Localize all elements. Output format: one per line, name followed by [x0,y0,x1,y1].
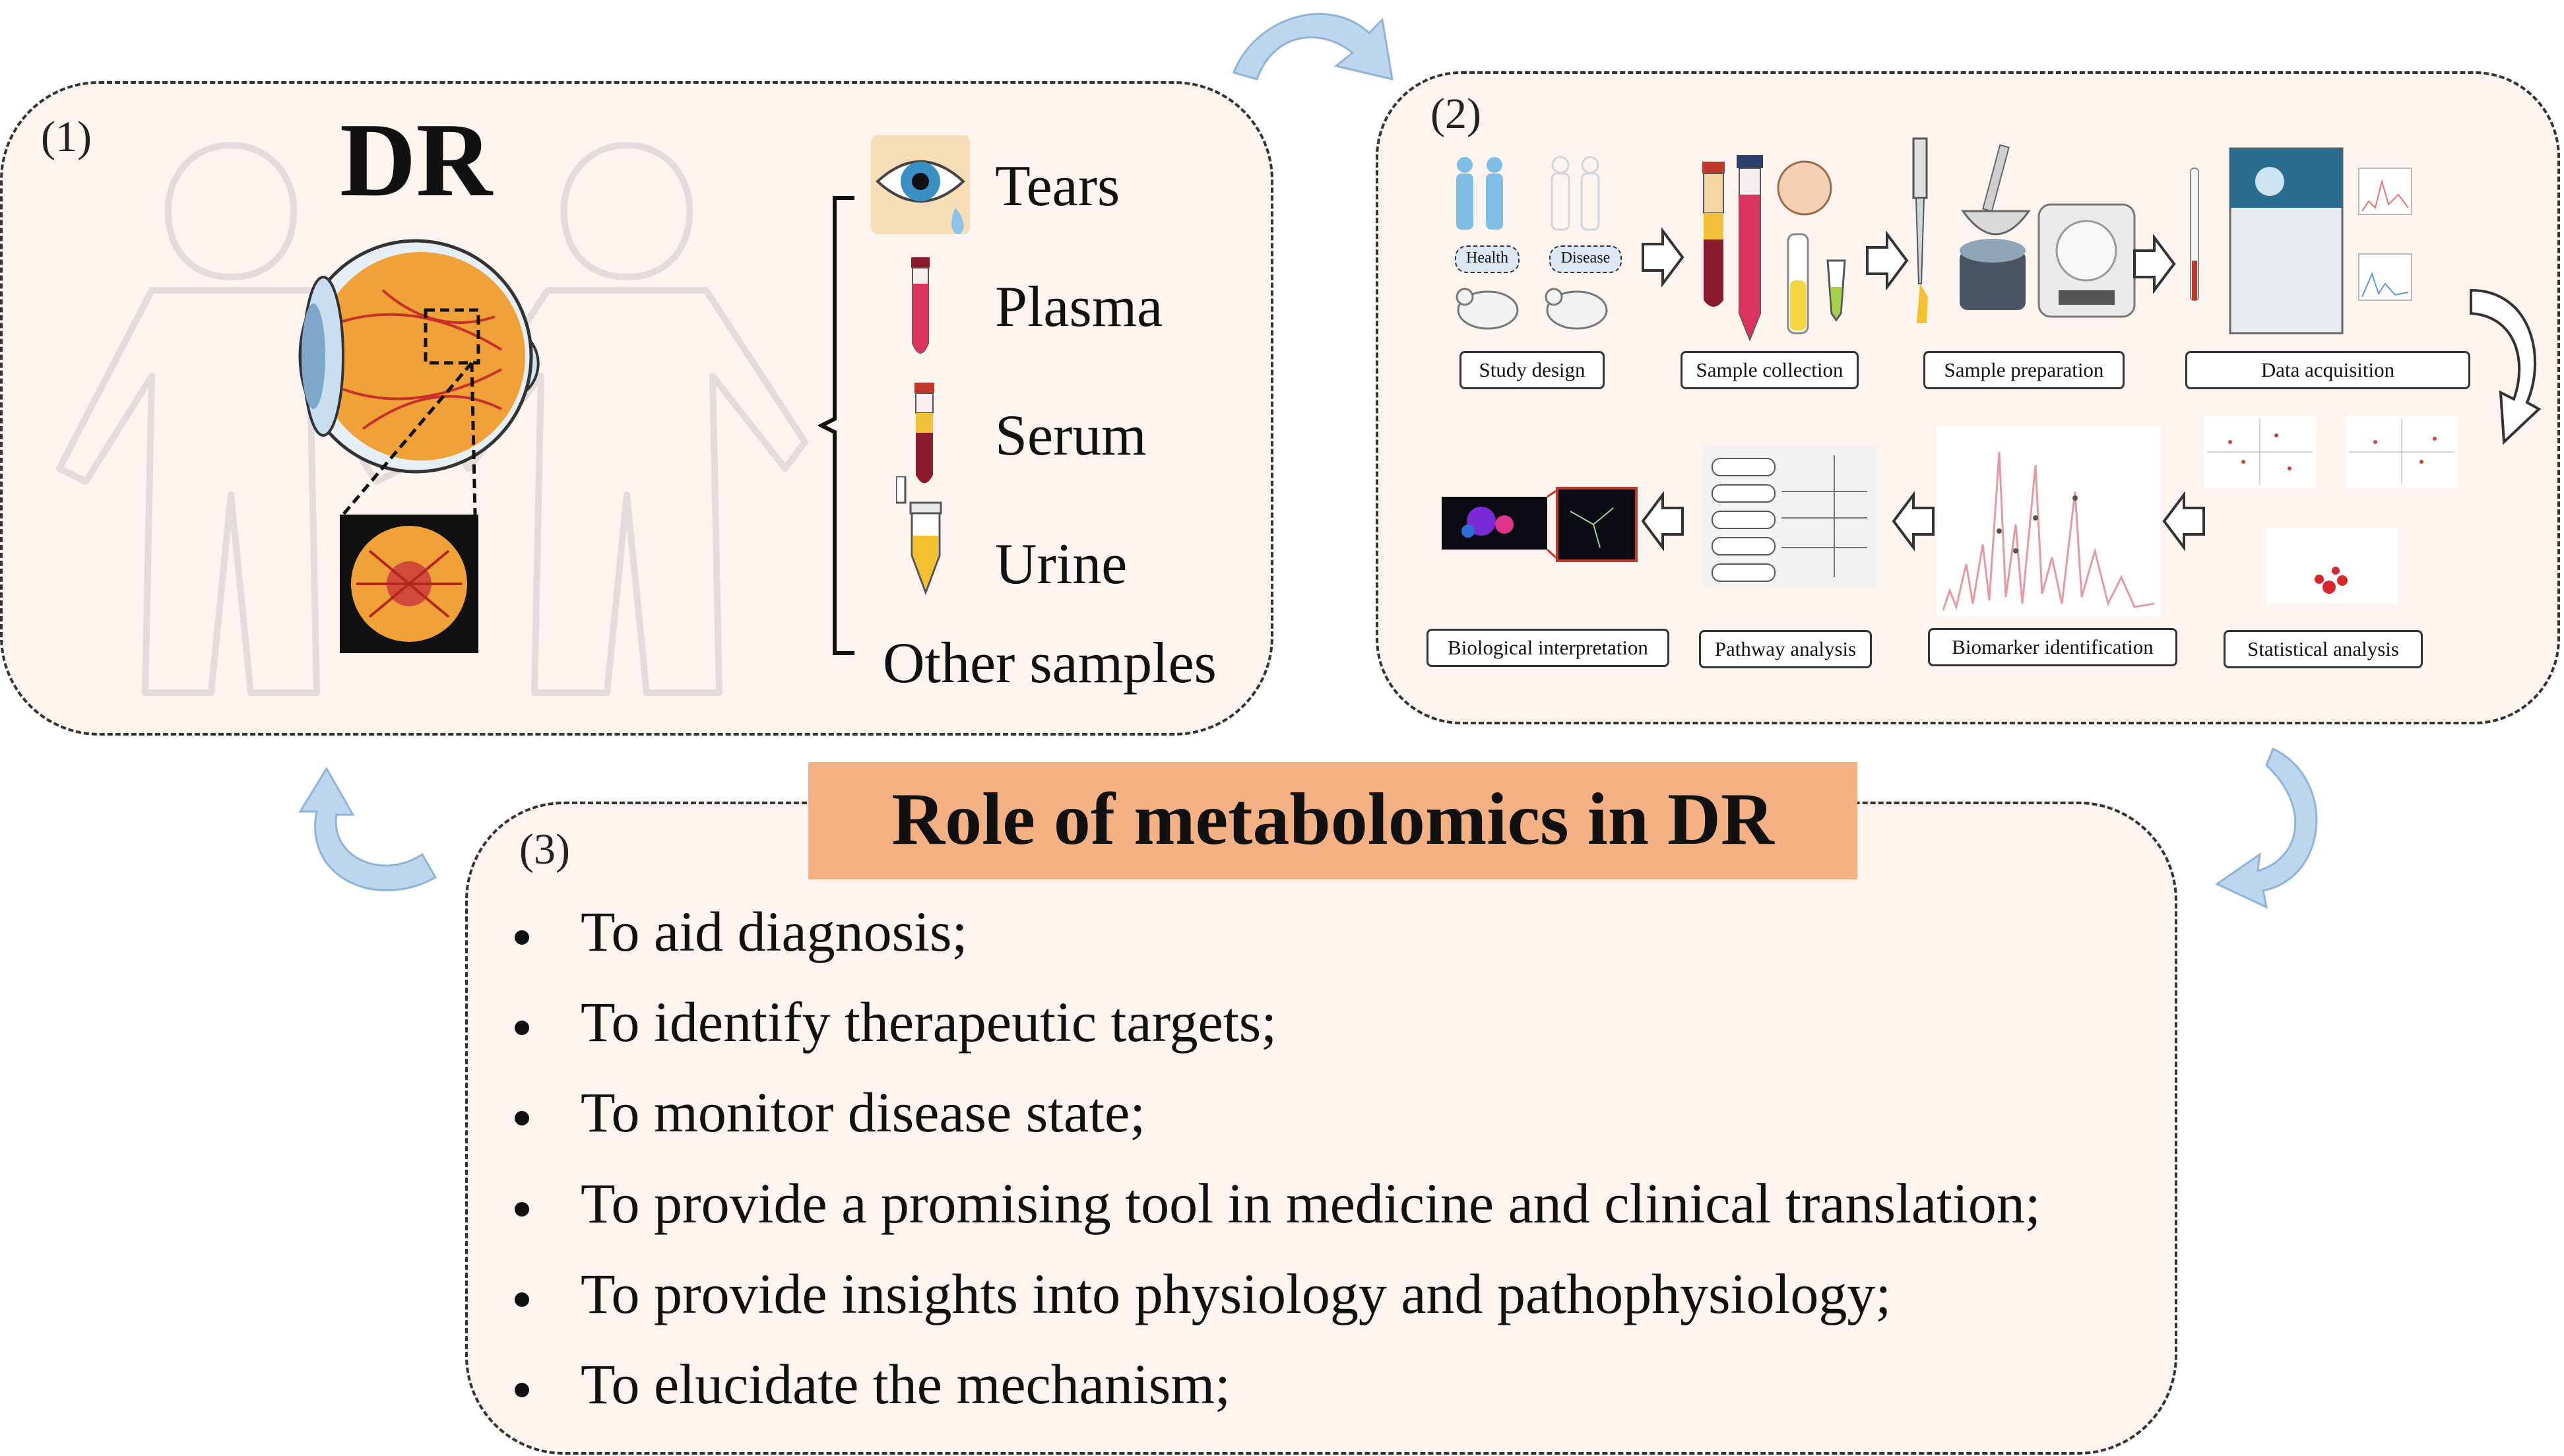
panel-1-title: DR [340,101,493,218]
collection-tubes-icon [1702,155,1846,342]
biomarker-peaks-icon [1937,426,2161,617]
role-item: To aid diagnosis; [581,900,968,963]
tear-eye-icon [871,135,970,234]
flow-arrow-icon [2162,491,2205,551]
role-item: To provide a promising tool in medicine … [581,1172,2041,1235]
plasma-tube-icon [911,257,930,354]
panel-metabolomics-roles [465,802,2177,1455]
step-sample-collection: Sample collection [1681,351,1859,389]
network-visualization-icon [1442,487,1638,562]
role-item: To monitor disease state; [581,1081,1146,1144]
flow-arrow-icon [2133,234,2176,294]
bullet-dot [515,1383,529,1397]
cycle-arrow-icon [298,767,437,892]
fundus-icon [351,526,467,642]
sample-label-tears: Tears [995,154,1120,218]
mouse-icon [1456,288,1608,330]
step-study-design: Study design [1459,351,1605,389]
pathway-diagram-icon [1702,445,1877,587]
role-item: To provide insights into physiology and … [581,1262,1892,1325]
pipette-icon [1912,137,1928,199]
panel-3-number: (3) [519,825,570,873]
step-data-acquisition: Data acquisition [2185,351,2470,389]
fundus-inset [340,515,478,653]
panel-1-number: (1) [41,113,92,161]
bullet-dot [515,1292,529,1307]
group-tag-disease: Disease [1549,245,1622,273]
scatter-plots-icon [2204,416,2458,604]
serum-tube-icon [914,383,934,484]
panel-2-number: (2) [1430,90,1481,138]
centrifuge-pipette-icon [1912,137,2136,323]
cycle-arrow-icon [2214,747,2318,909]
group-tag-health: Health [1455,245,1520,273]
urine-tube-icon [896,476,942,595]
flow-arrow-icon [1642,228,1684,287]
sample-label-serum: Serum [995,404,1147,468]
sample-label-other: Other samples [883,631,1217,695]
flow-turn-arrow-icon [2470,288,2542,445]
bullet-dot [515,1021,529,1035]
flow-arrow-icon [1866,231,1909,290]
sample-bracket [818,196,854,655]
sample-label-plasma: Plasma [995,275,1163,339]
role-item: To identify therapeutic targets; [581,990,1277,1054]
sample-label-urine: Urine [995,532,1128,596]
step-biological-interpretation: Biological interpretation [1426,629,1669,667]
zoom-connector [342,362,477,516]
step-sample-preparation: Sample preparation [1923,351,2125,389]
human-figures-icon [1456,156,1600,231]
mass-spectrometer-icon [2190,147,2412,334]
step-pathway-analysis: Pathway analysis [1699,630,1872,668]
panel-3-title: Role of metabolomics in DR [891,778,1774,860]
step-statistical-analysis: Statistical analysis [2224,630,2423,668]
panel-3-title-bar [808,762,1857,879]
flow-arrow-icon [1892,491,1935,551]
cycle-arrow-icon [1233,13,1394,80]
tear-drop-icon [951,208,964,234]
step-biomarker-identification: Biomarker identification [1928,628,2177,666]
bullet-dot [515,1202,529,1217]
role-item: To elucidate the mechanism; [581,1352,1231,1416]
bullet-dot [515,930,529,945]
bullet-dot [515,1111,529,1125]
flow-arrow-icon [1641,491,1684,551]
